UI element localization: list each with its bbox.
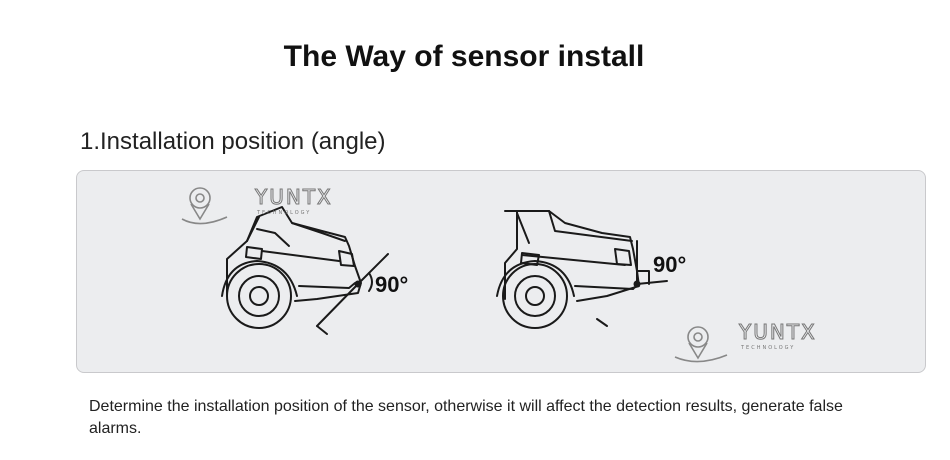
watermark-top-tagline: TECHNOLOGY [256,210,311,216]
right-angle-label: 90° [653,252,686,277]
section-heading: 1.Installation position (angle) [80,128,386,155]
watermark-bottom-tagline: TECHNOLOGY [740,345,795,351]
watermark-bottom-brand: YUNTX [738,320,817,344]
right-car-illustration [496,210,668,329]
watermark-bottom: YUNTX TECHNOLOGY [674,320,817,363]
installation-illustration: 90° 90° [181,185,817,363]
installation-note: Determine the installation position of t… [89,398,843,437]
illustration-panel: 90° 90° [76,170,926,373]
left-angle-label: 90° [375,272,408,297]
watermark-top: YUNTX TECHNOLOGY [181,185,333,225]
watermark-top-brand: YUNTX [254,185,333,209]
left-car-illustration [221,206,389,335]
page-title: The Way of sensor install [283,40,645,73]
